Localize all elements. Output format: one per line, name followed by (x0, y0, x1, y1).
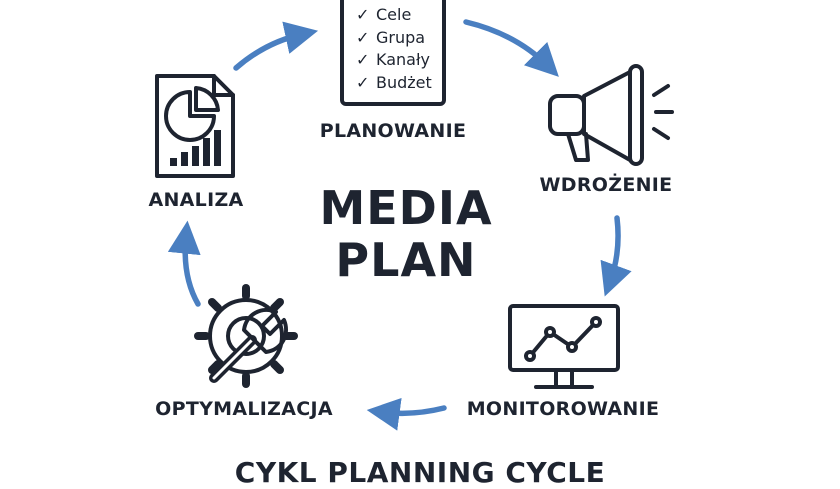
clipboard-checklist-icon (340, 0, 446, 106)
checklist-item: ✓Cele (356, 4, 432, 27)
clipboard-checklist: ✓Cele ✓Grupa ✓Kanały ✓Budżet (356, 4, 432, 94)
stage-label-analiza: ANALIZA (148, 189, 244, 211)
arrow-optymalizacja-to-analiza (167, 220, 201, 307)
arrow-wdrozenie-to-monitorowanie (600, 215, 632, 297)
monitor-chart-icon (508, 304, 620, 389)
check-icon: ✓ (356, 27, 370, 47)
stage-label-wdrozenie: WDROŻENIE (539, 174, 673, 196)
center-title-line-2: PLAN (335, 233, 477, 287)
checklist-item: ✓Budżet (356, 72, 432, 95)
stage-label-optymalizacja: OPTYMALIZACJA (155, 398, 333, 420)
arrow-analiza-to-planowanie (233, 21, 319, 71)
check-icon: ✓ (356, 50, 370, 69)
check-icon: ✓ (356, 72, 370, 92)
arrow-planowanie-to-wdrozenie (463, 19, 559, 77)
center-title-line-1: MEDIA (319, 181, 493, 235)
footer-caption: CYKL PLANNING CYCLE (234, 456, 606, 489)
gear-wrench-icon (194, 284, 298, 388)
check-icon: ✓ (356, 5, 370, 24)
checklist-item: ✓Kanały (356, 49, 432, 72)
megaphone-icon (548, 64, 674, 166)
stage-label-planowanie: PLANOWANIE (319, 120, 467, 142)
report-pie-chart-icon (155, 74, 235, 178)
arrow-monitorowanie-to-optymalizacja (366, 397, 447, 431)
stage-label-monitorowanie: MONITOROWANIE (466, 398, 660, 420)
checklist-item: ✓Grupa (356, 27, 432, 50)
center-title: MEDIA PLAN (319, 182, 492, 286)
